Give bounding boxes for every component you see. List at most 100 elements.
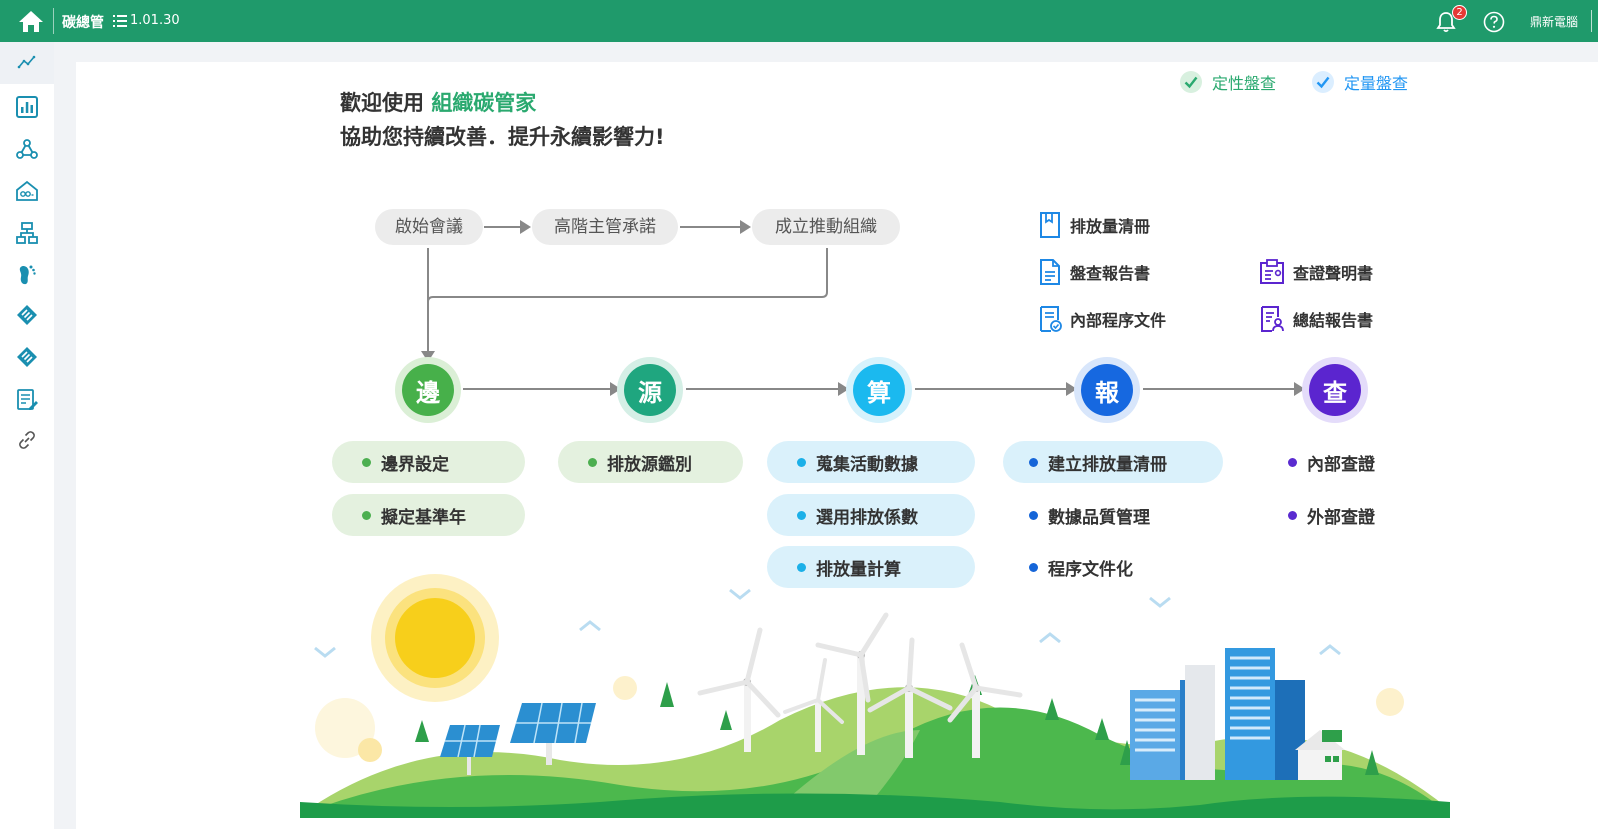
doc-label: 盤查報告書 xyxy=(1070,264,1151,283)
bullet-dot xyxy=(588,457,597,467)
doc-label: 內部程序文件 xyxy=(1070,311,1167,330)
task-build-inventory[interactable]: 建立排放量清冊 xyxy=(1003,441,1223,483)
report-edit-icon xyxy=(17,389,38,410)
stage-boundary: 邊 xyxy=(395,357,461,423)
sidebar-item-dashboard[interactable] xyxy=(15,95,39,119)
welcome-prefix: 歡迎使用 xyxy=(340,91,432,115)
tab-qualitative[interactable]: 定性盤查 xyxy=(1180,70,1276,94)
document-icon xyxy=(1040,212,1060,238)
stage-verify: 查 xyxy=(1302,357,1368,423)
task-emission-calc[interactable]: 排放量計算 xyxy=(767,546,975,588)
task-label: 建立排放量清冊 xyxy=(1048,454,1167,475)
task-procedure-docs[interactable]: 程序文件化 xyxy=(1003,546,1223,588)
network-icon xyxy=(16,139,38,159)
task-label: 擬定基準年 xyxy=(381,507,466,528)
sidebar xyxy=(0,42,54,829)
list-icon xyxy=(113,15,127,27)
task-label: 程序文件化 xyxy=(1048,559,1133,580)
sidebar-item-report-edit[interactable] xyxy=(15,388,39,412)
doc-label: 總結報告書 xyxy=(1293,311,1374,330)
notification-badge: 2 xyxy=(1452,5,1467,20)
bell-icon[interactable] xyxy=(1436,11,1456,33)
bullet-dot xyxy=(1288,457,1297,467)
flow-step-kickoff: 啟始會議 xyxy=(375,209,483,245)
sidebar-item-layers-2[interactable] xyxy=(15,345,39,369)
welcome-title: 歡迎使用 組織碳管家 xyxy=(340,87,536,117)
check-icon xyxy=(1312,71,1334,93)
link-icon xyxy=(19,431,35,449)
stage-calc: 算 xyxy=(846,357,912,423)
doc-internal-procedures[interactable]: 內部程序文件 xyxy=(1038,304,1166,334)
sidebar-item-footprint[interactable] xyxy=(15,263,39,287)
file-text-icon xyxy=(1040,259,1060,285)
task-label: 排放源鑑別 xyxy=(607,454,692,475)
task-collect-activity-data[interactable]: 蒐集活動數據 xyxy=(767,441,975,483)
doc-inspection-report[interactable]: 盤查報告書 xyxy=(1038,257,1150,287)
task-source-identification[interactable]: 排放源鑑別 xyxy=(558,441,743,483)
top-bar-divider xyxy=(53,8,54,34)
tab-quantitative-label: 定量盤查 xyxy=(1344,74,1409,93)
sidebar-item-network[interactable] xyxy=(15,137,39,161)
bullet-dot xyxy=(362,457,371,467)
task-label: 內部查證 xyxy=(1307,454,1375,475)
task-label: 數據品質管理 xyxy=(1048,507,1150,528)
help-icon[interactable] xyxy=(1483,11,1505,33)
home-icon[interactable] xyxy=(18,9,44,33)
co2-house-icon xyxy=(16,180,38,201)
doc-verification-statement[interactable]: 查證聲明書 xyxy=(1259,257,1373,287)
task-label: 邊界設定 xyxy=(381,454,449,475)
green-energy-illustration xyxy=(300,574,1450,818)
stage-verify-label: 查 xyxy=(1309,364,1361,416)
trend-icon xyxy=(17,55,36,69)
brand-name: 組織碳管家 xyxy=(431,91,537,115)
stage-calc-label: 算 xyxy=(853,364,905,416)
sidebar-item-layers[interactable] xyxy=(15,303,39,327)
user-divider xyxy=(1591,10,1592,32)
task-label: 排放量計算 xyxy=(816,559,901,580)
task-label: 蒐集活動數據 xyxy=(816,454,918,475)
bullet-dot xyxy=(1029,562,1038,572)
bullet-dot xyxy=(797,457,806,467)
top-bar: 碳總管 1.01.30 2 鼎新電腦 xyxy=(0,0,1598,42)
file-check-icon xyxy=(1040,306,1062,332)
tab-quantitative[interactable]: 定量盤查 xyxy=(1312,70,1408,94)
bullet-dot xyxy=(797,562,806,572)
sidebar-item-trend[interactable] xyxy=(0,42,54,84)
task-boundary-setting[interactable]: 邊界設定 xyxy=(332,441,525,483)
flow-step-commitment: 高階主管承諾 xyxy=(532,209,678,245)
doc-summary-report[interactable]: 總結報告書 xyxy=(1259,304,1373,334)
task-base-year[interactable]: 擬定基準年 xyxy=(332,494,525,536)
doc-label: 查證聲明書 xyxy=(1293,264,1374,283)
task-external-verify[interactable]: 外部查證 xyxy=(1288,494,1428,536)
app-name: 碳總管 xyxy=(62,15,104,31)
report-user-icon xyxy=(1261,306,1284,332)
org-chart-icon xyxy=(16,222,38,244)
check-icon xyxy=(1180,71,1202,93)
bullet-dot xyxy=(362,510,371,520)
bar-chart-icon xyxy=(16,96,38,118)
flow-step-organization: 成立推動組織 xyxy=(752,209,900,245)
stage-boundary-label: 邊 xyxy=(402,364,454,416)
co2-footprint-icon xyxy=(19,265,36,285)
sidebar-item-co2-house[interactable] xyxy=(15,179,39,203)
doc-label: 排放量清冊 xyxy=(1070,217,1151,236)
bullet-dot xyxy=(1288,510,1297,520)
stage-report: 報 xyxy=(1074,357,1140,423)
diamond-layers-2-icon xyxy=(17,347,37,367)
app-version: 1.01.30 xyxy=(130,13,180,28)
stage-source: 源 xyxy=(617,357,683,423)
doc-inventory[interactable]: 排放量清冊 xyxy=(1038,210,1150,240)
stage-report-label: 報 xyxy=(1081,364,1133,416)
bullet-dot xyxy=(1029,457,1038,467)
welcome-subtitle: 協助您持續改善．提升永續影響力! xyxy=(340,125,665,149)
user-name[interactable]: 鼎新電腦 xyxy=(1530,15,1579,29)
task-internal-verify[interactable]: 內部查證 xyxy=(1288,441,1428,483)
sidebar-item-org-chart[interactable] xyxy=(15,221,39,245)
tab-qualitative-label: 定性盤查 xyxy=(1212,74,1277,93)
task-label: 外部查證 xyxy=(1307,507,1375,528)
task-emission-factor[interactable]: 選用排放係數 xyxy=(767,494,975,536)
task-data-quality[interactable]: 數據品質管理 xyxy=(1003,494,1223,536)
sidebar-item-link[interactable] xyxy=(15,428,39,452)
bullet-dot xyxy=(797,510,806,520)
bullet-dot xyxy=(1029,510,1038,520)
